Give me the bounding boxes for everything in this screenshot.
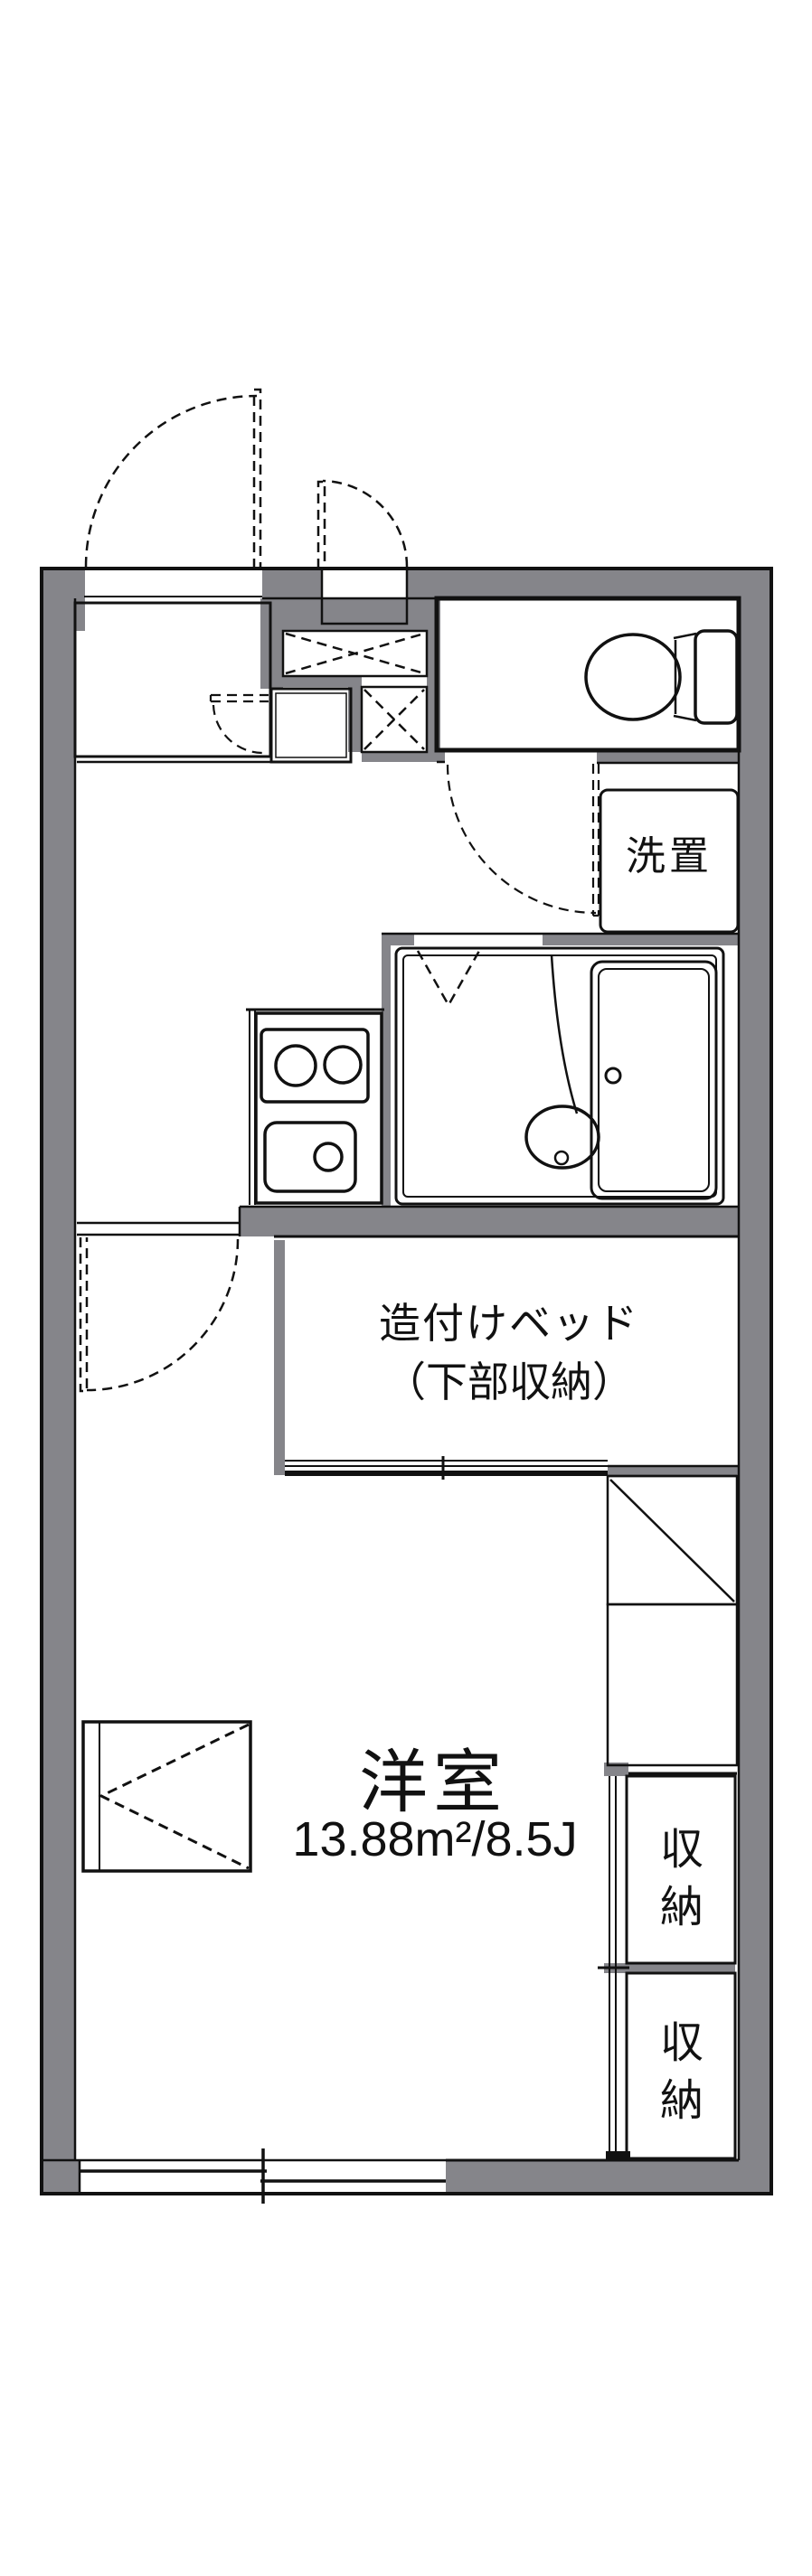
stove-unit — [254, 1011, 383, 1205]
closet-lower-box — [360, 685, 429, 754]
bath-unit — [394, 946, 725, 1206]
bath-basin — [524, 1105, 600, 1170]
bedroom-door — [79, 1237, 240, 1393]
right-storage-column: 収 納 収 納 — [598, 1474, 739, 2160]
wall-middle — [240, 1207, 771, 1236]
walls — [42, 569, 771, 2194]
bath-wall-top-a — [391, 934, 414, 945]
washroom: 洗置 — [446, 764, 740, 934]
storage2-label-char2: 納 — [660, 2077, 703, 2125]
toilet-room-floor — [434, 596, 741, 753]
washroom-door-swing — [446, 764, 597, 915]
bedroom-door-leaf — [79, 1237, 89, 1393]
burner-left — [274, 1044, 317, 1087]
closet-lower-x — [364, 689, 425, 750]
closet-wall-step — [283, 676, 362, 687]
bedroom-doorway-lines — [77, 1221, 240, 1236]
toilet-tank — [694, 629, 739, 725]
genkan-step-line — [77, 755, 270, 764]
wall-bottom-right — [446, 2160, 771, 2194]
storage-box-2 — [625, 1971, 737, 2160]
shoe-cabinet-inner — [275, 692, 347, 758]
counter-side-lines — [249, 1010, 256, 1205]
bathroom — [394, 946, 725, 1206]
entry-door-swing — [84, 394, 258, 568]
bed-foot-line — [285, 1471, 608, 1476]
bath-counter-line — [550, 954, 579, 1114]
bottom-corner-edge — [42, 2158, 81, 2194]
storage-door — [316, 479, 409, 569]
bath-folding-door — [416, 950, 481, 1008]
storage1-label-char2: 納 — [660, 1884, 703, 1932]
bath-wall-left — [382, 934, 391, 1207]
bed-edge-lines — [285, 1460, 608, 1467]
built-in-bed: 造付けベッド （下部収納） — [285, 1300, 739, 1480]
bathtub-inner — [598, 968, 710, 1192]
toilet-bowl — [584, 633, 682, 721]
toilet-bottom-wall — [597, 750, 739, 762]
basin-drain — [553, 1150, 570, 1166]
laundry-space-box — [599, 788, 740, 934]
kitchen — [246, 1008, 384, 1205]
laundry-label: 洗置 — [626, 834, 713, 879]
bath-wall-top-b — [543, 934, 739, 945]
sink-drain — [313, 1142, 344, 1172]
storage2-label-char1: 収 — [660, 2019, 703, 2067]
western-room: 洋室 13.88m²/8.5J — [81, 1720, 578, 1873]
storage-bottom-nub — [606, 2151, 630, 2160]
bathtub — [590, 960, 718, 1200]
shelf-diagonal-line — [609, 1479, 735, 1603]
chevron-dashes — [98, 1723, 250, 1870]
washroom-top-edge — [437, 760, 739, 765]
bed-left-wall — [274, 1240, 285, 1475]
washroom-door-leaf — [591, 764, 600, 917]
entry-door-leaf — [252, 388, 262, 569]
toilet-room — [434, 596, 741, 753]
storage-box-1 — [625, 1774, 737, 1965]
genkan-floor — [73, 601, 272, 758]
wall-top-right — [407, 569, 771, 598]
storage-door-swing — [322, 479, 409, 568]
wall-top-mid — [262, 569, 322, 598]
closet-wall-bottom — [362, 752, 445, 762]
wall-top-corner — [42, 569, 85, 631]
shoe-cabinet — [269, 687, 353, 764]
bed-bottom-stub — [608, 1466, 739, 1476]
bed-label-line2: （下部収納） — [384, 1359, 634, 1406]
closet-upper-x — [285, 632, 425, 675]
kitchen-sink — [263, 1121, 357, 1193]
bath-door-knob — [604, 1067, 622, 1085]
balcony-window — [80, 2148, 446, 2204]
entry-door — [84, 388, 262, 569]
wall-right — [739, 569, 771, 2194]
room-name-label: 洋室 — [359, 1744, 507, 1821]
closet-wall-top — [283, 598, 440, 631]
room-area-label: 13.88m²/8.5J — [292, 1812, 577, 1866]
bedroom-door-swing — [86, 1238, 240, 1392]
toilet-seat-lines — [673, 632, 697, 722]
storage-doorway-notch — [320, 567, 409, 625]
bath-unit-inner — [402, 954, 717, 1198]
cabinet-door-leaf — [209, 693, 269, 703]
middle-wall-top-edge — [238, 1205, 739, 1236]
closet-upper-box — [281, 629, 429, 678]
storage-door-leaf — [316, 480, 326, 569]
chevron-box — [81, 1720, 252, 1873]
wall-left — [42, 569, 75, 2194]
storage-divider — [604, 1963, 735, 1973]
wall-bottom-corner — [42, 2160, 80, 2194]
storage-closet — [281, 629, 429, 754]
burner-panel — [260, 1028, 370, 1104]
cabinet-door-swing — [212, 704, 263, 755]
shelf-open-box — [606, 1603, 739, 1767]
genkan — [73, 601, 353, 764]
burner-right — [323, 1045, 363, 1085]
storage1-label-char1: 収 — [660, 1826, 703, 1874]
bed-label-line1: 造付けベッド — [379, 1300, 639, 1347]
